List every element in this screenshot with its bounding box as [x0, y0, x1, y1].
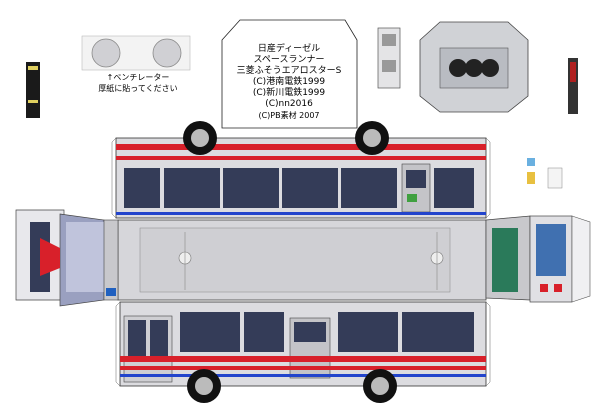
credit-line-3: 三菱ふそうエアロスターS: [236, 66, 342, 76]
credit-panel: [221, 19, 358, 129]
credit-line-1: 日産ディーゼル: [257, 44, 321, 54]
roof-part: [419, 21, 529, 113]
glue-tab-icon: [111, 137, 491, 387]
credit-line-5: (C)新川電鉄1999: [252, 88, 326, 98]
ventilator-icon: [91, 38, 121, 68]
ventilator-parts: [81, 35, 191, 71]
left-edge-strip: [26, 62, 40, 118]
bus-roof-center: [117, 219, 487, 301]
credit-line-7: (C)PB素材 2007: [258, 111, 320, 120]
ventilator-label-line-1: ↑ベンチレーター: [106, 73, 170, 82]
bus-front-end: [15, 209, 119, 307]
ventilator-icon: [152, 38, 182, 68]
bus-rear-end: [485, 215, 591, 303]
ventilator-label: ↑ベンチレーター 厚紙に貼ってください: [86, 72, 190, 94]
mirror-part: [377, 27, 401, 89]
credit-line-4: (C)港南電鉄1999: [252, 77, 326, 87]
credit-line-6: (C)nn2016: [265, 99, 313, 109]
ventilator-label-line-2: 厚紙に貼ってください: [98, 84, 178, 93]
credit-line-2: スペースランナー: [253, 55, 325, 65]
ventilator-icon: [481, 59, 499, 77]
ventilator-icon: [465, 59, 483, 77]
bus-side-lower: [119, 301, 487, 403]
right-edge-strip: [568, 58, 578, 114]
ventilator-icon: [449, 59, 467, 77]
bus-side-upper: [115, 121, 487, 219]
credit-text: 日産ディーゼル スペースランナー 三菱ふそうエアロスターS (C)港南電鉄199…: [224, 44, 354, 121]
